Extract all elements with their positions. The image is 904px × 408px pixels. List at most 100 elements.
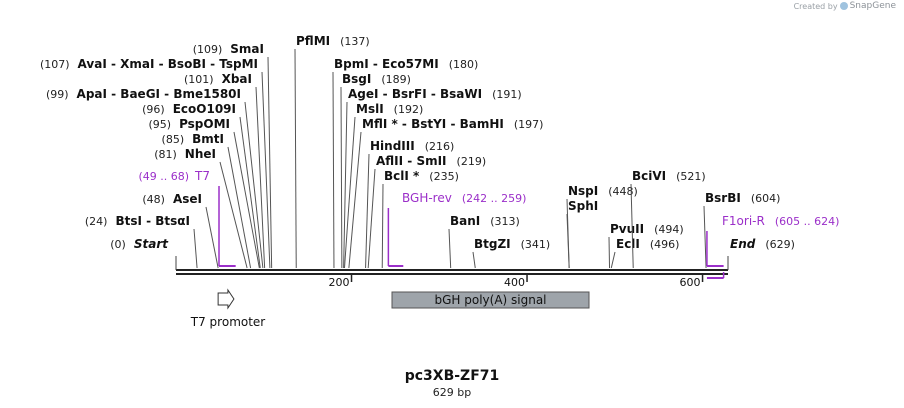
site-marker: AgeI - BsrFI - BsaWI (191) [343,87,522,269]
site-marker: PspOMI (95) [148,117,260,269]
site-position-label: (99) [46,88,69,101]
site-marker: EcoO109I (96) [142,102,261,269]
site-position-label: (216) [425,140,455,153]
site-marker: HindIII (216) [365,139,455,269]
site-leader-line [205,206,219,269]
site-marker: BpmI - Eco57MI(180) [332,57,479,269]
site-marker: BsgI (189) [340,72,411,269]
site-marker: NheI(81) [154,147,248,269]
site-leader-line [343,101,348,269]
site-position-label: (180) [449,58,479,71]
site-leader-line [566,213,570,269]
site-position-label: (85) [162,133,185,146]
site-marker: PvuII (494) [608,222,684,269]
site-label: End [730,237,756,251]
site-position-label: (48) [142,193,165,206]
primer: F1ori-R(605 .. 624) [706,214,840,279]
site-position-label: (494) [654,223,684,236]
feature-box [391,291,590,309]
primer-label: BGH-rev [402,191,452,205]
site-leader-line [255,86,266,269]
site-marker: BsrBI(604) [703,191,781,269]
site-label: BmtI [192,132,224,146]
site-marker: AflII - SmII(219) [367,154,486,269]
site-leader-line [267,56,273,269]
site-marker: BmtI (85) [162,132,252,269]
site-leader-line [472,251,476,269]
site-marker: MflI * - BstYI - BamHI(197) [348,117,543,269]
site-marker: BanI(313) [448,214,520,269]
site-marker: BtsI - BtsαI(24) [85,214,198,269]
site-label: AgeI - BsrFI - BsaWI [348,87,482,101]
site-marker: SmaI(109) [193,42,273,269]
site-position-label: (521) [676,170,706,183]
site-label: PspOMI [179,117,230,131]
site-marker: Start(0) [110,237,177,270]
site-position-label: (448) [608,185,638,198]
site-label: AvaI - XmaI - BsoBI - TspMI [78,57,258,71]
axis-tick-label: 600 [680,276,701,289]
site-marker: BciVI (521) [630,169,706,269]
site-label: HindIII [370,139,415,153]
site-leader-line [703,205,707,269]
site-label: BsgI [342,72,371,86]
site-position-label: (101) [184,73,214,86]
site-leader-line [610,251,616,269]
site-leader-line [261,71,271,269]
site-marker: SphI [566,199,598,269]
primer-position-label: (242 .. 259) [462,192,527,205]
site-marker: AseI(48) [142,192,219,269]
site-label: BtgZI [474,237,511,251]
site-label: Start [134,237,169,251]
site-marker: MslI(192) [343,102,423,269]
site-position-label: (189) [381,73,411,86]
site-label: PvuII [610,222,644,236]
site-label: EclI [616,237,640,251]
site-label: MflI * - BstYI - BamHI [362,117,504,131]
site-marker: PflMI (137) [294,34,370,269]
site-leader-line [239,116,261,269]
site-leader-line [608,236,611,269]
site-position-label: (341) [521,238,551,251]
feature-label: bGH poly(A) signal [434,293,546,307]
plasmid-name: pc3XB-ZF71 [404,368,500,384]
axis-tick-label: 200 [329,276,350,289]
site-leader-line [448,228,452,269]
site-label: BtsI - BtsαI [115,214,190,228]
site-position-label: (604) [751,192,781,205]
bgh-polya-feature: bGH poly(A) signal [391,291,590,309]
site-label: BciVI [632,169,666,183]
site-label: AflII - SmII [376,154,447,168]
site-leader-line [367,168,376,269]
credit: Created by SnapGene [794,1,896,11]
site-marker: BclI * (235) [381,169,459,269]
promoter-arrow-icon [217,288,235,310]
site-label: PflMI [296,34,330,48]
site-position-label: (629) [765,238,795,251]
credit-prefix: Created by [793,1,838,11]
primer-label: T7 [194,169,210,183]
site-label: EcoO109I [173,102,236,116]
plasmid-size: 629 bp [432,386,472,399]
primer: BGH-rev (242 .. 259) [387,191,527,267]
site-position-label: (191) [492,88,522,101]
site-label: XbaI [222,72,252,86]
site-leader-line [630,183,634,269]
site-marker: NspI (448) [566,184,638,269]
site-leader-line [343,116,356,269]
site-position-label: (107) [40,58,70,71]
site-label: BclI * [384,169,420,183]
site-position-label: (96) [142,103,165,116]
site-position-label: (235) [429,170,459,183]
site-marker: AvaI - XmaI - BsoBI - TspMI (107) [40,57,271,269]
site-position-label: (137) [340,35,370,48]
primer-position-label: (605 .. 624) [775,215,840,228]
site-leader-line [348,131,362,269]
site-position-label: (109) [193,43,223,56]
site-position-label: (95) [148,118,171,131]
credit-brand: SnapGene [849,1,896,11]
site-leader-line [332,71,335,269]
site-leader-line [244,101,264,269]
site-label: NspI [568,184,598,198]
